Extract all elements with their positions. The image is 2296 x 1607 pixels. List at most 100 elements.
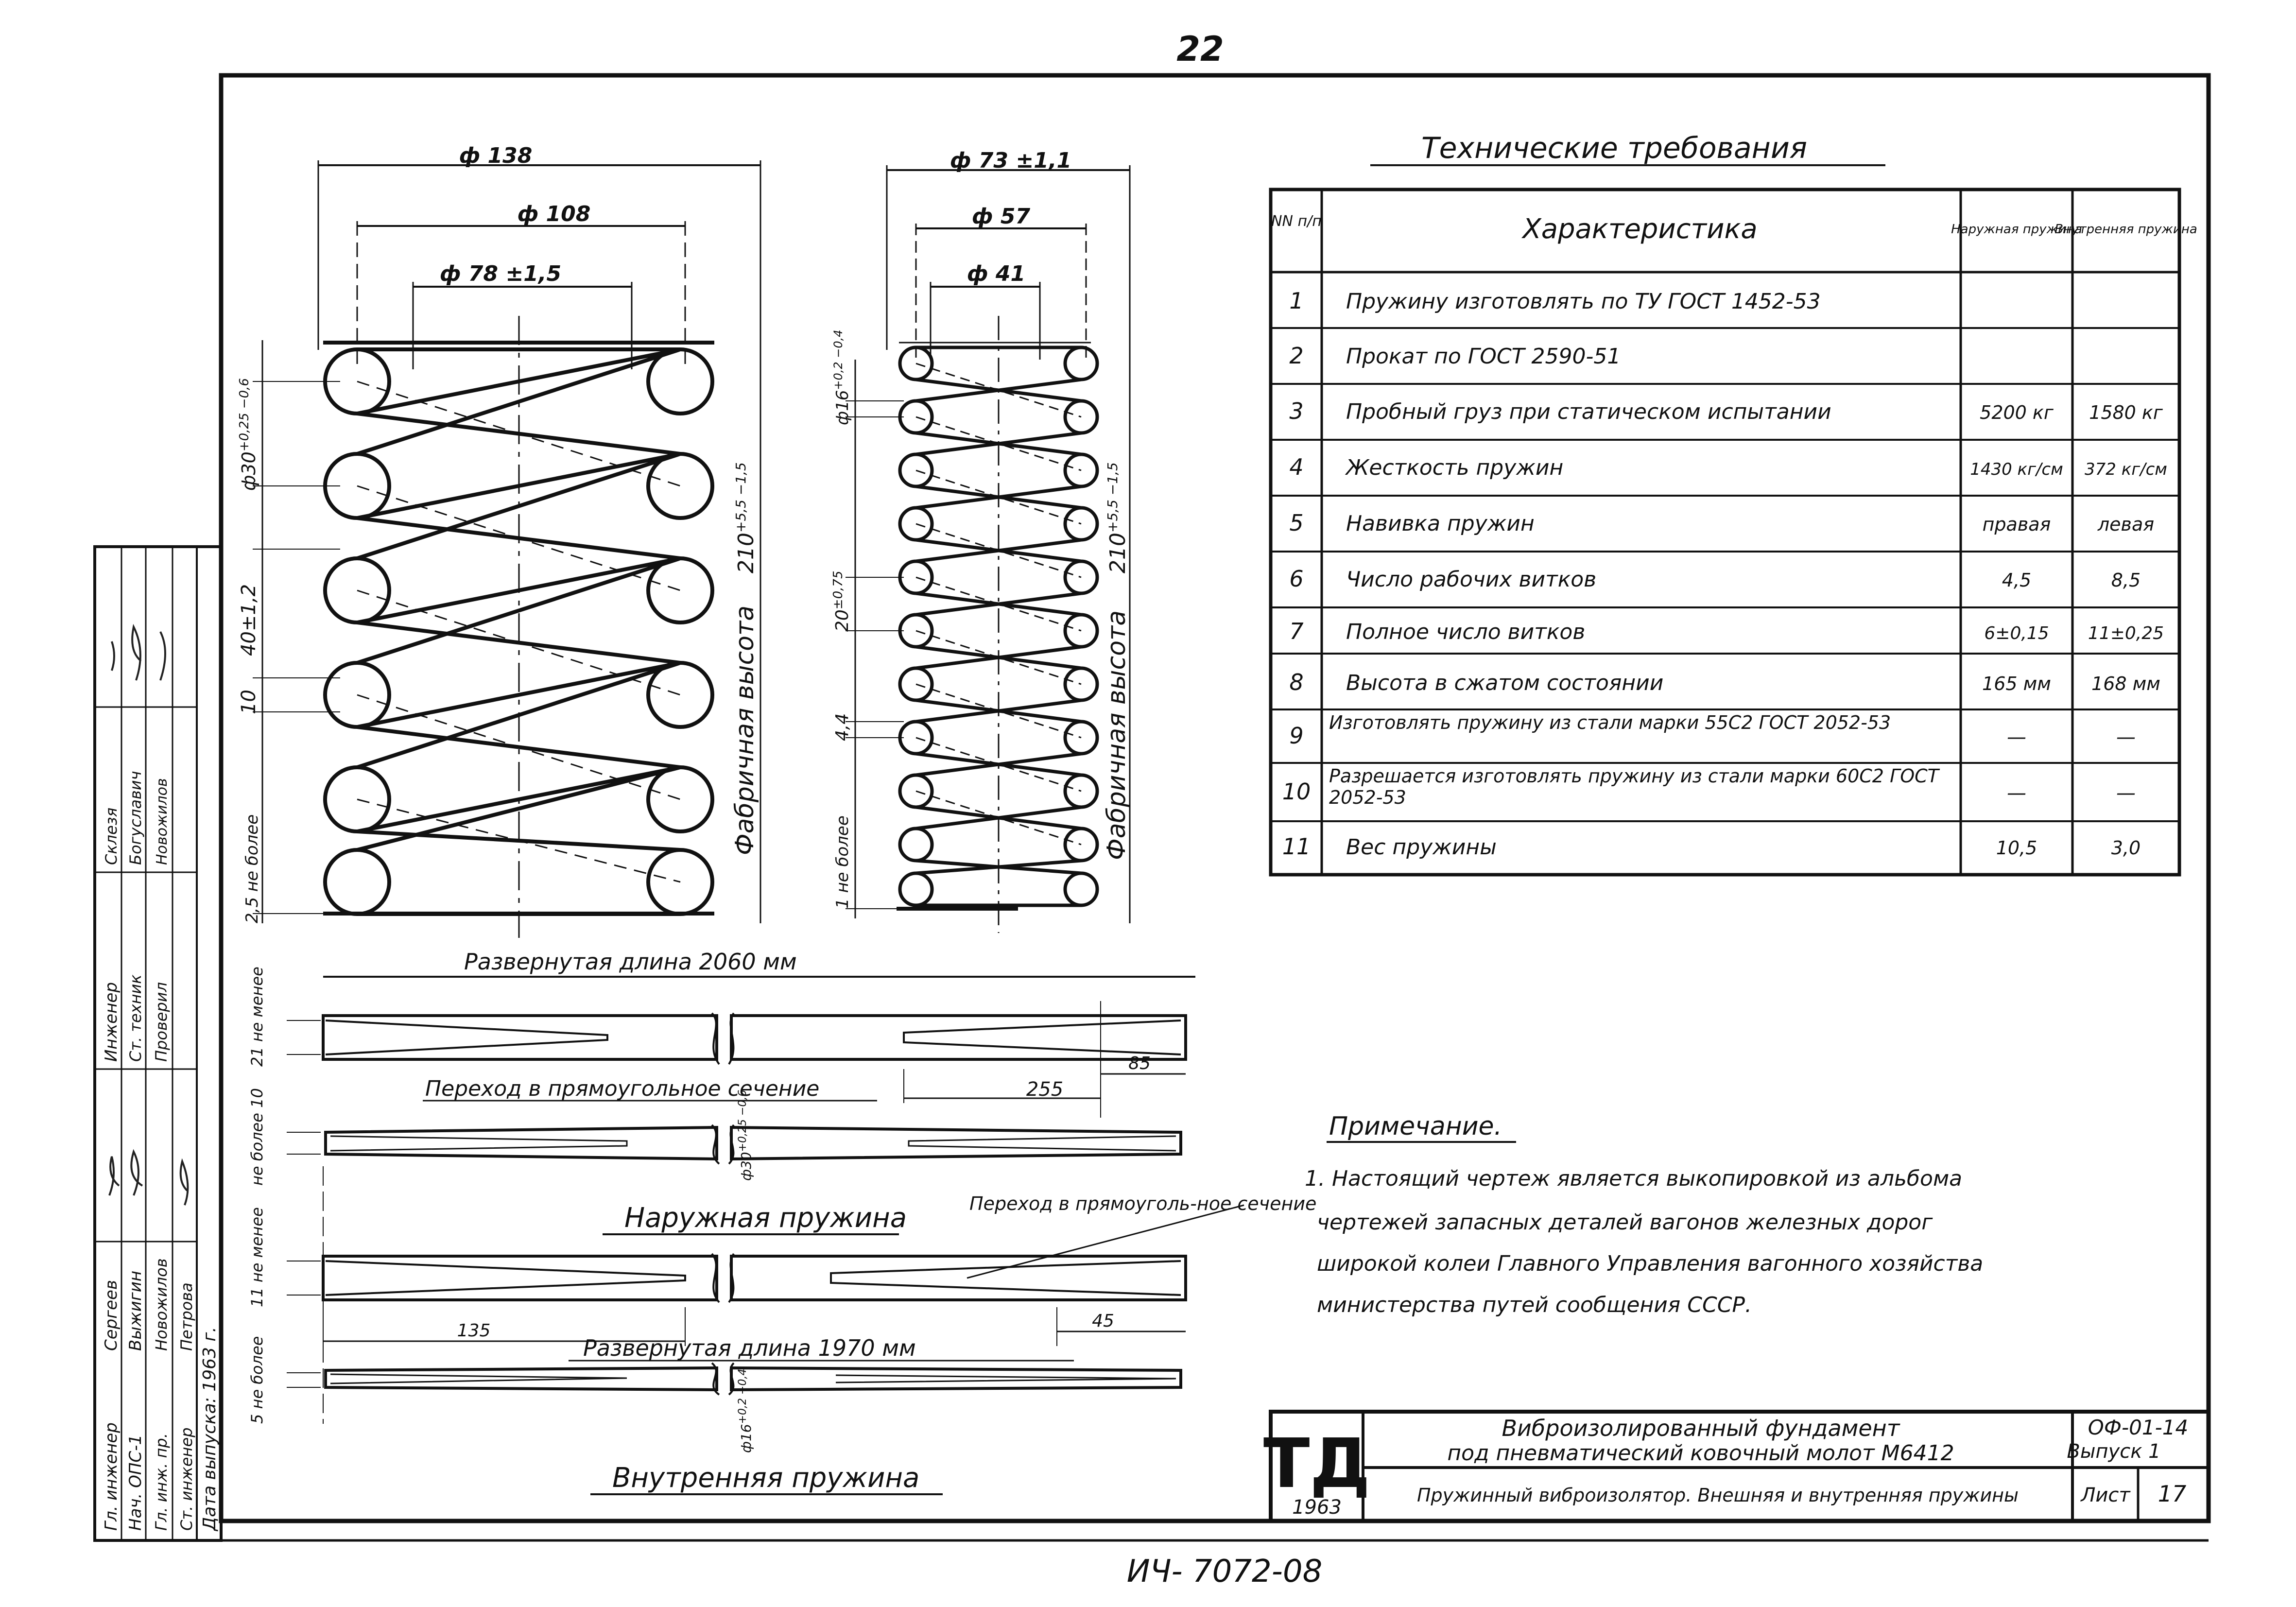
svg-text:6±0,15: 6±0,15	[1984, 623, 2049, 643]
svg-text:Нач. ОПС-1: Нач. ОПС-1	[126, 1434, 145, 1531]
svg-text:11±0,25: 11±0,25	[2088, 623, 2164, 643]
svg-text:правая: правая	[1983, 514, 2051, 535]
tech-title: Технические требования	[1421, 131, 1807, 165]
note-title: Примечание.	[1329, 1112, 1502, 1141]
tech-row-2: 2 Прокат по ГОСТ 2590-51	[1289, 343, 1621, 369]
outer-dim-138: ф 138	[459, 143, 533, 168]
svg-text:Пружину изготовлять по ТУ ГОСТ: Пружину изготовлять по ТУ ГОСТ 1452-53	[1346, 289, 1821, 314]
tech-row-1: 1 Пружину изготовлять по ТУ ГОСТ 1452-53	[1289, 288, 1820, 314]
dim-85: 85	[1128, 1054, 1151, 1073]
svg-text:11: 11	[1282, 833, 1311, 860]
svg-text:Число рабочих витков: Число рабочих витков	[1346, 567, 1596, 592]
not-more-10: не более 10	[248, 1088, 266, 1186]
svg-text:Богуславич: Богуславич	[126, 771, 145, 865]
svg-text:—: —	[2116, 782, 2136, 804]
title-sheet-title: Пружинный виброизолятор. Внешняя и внутр…	[1417, 1485, 2019, 1506]
bar-drawings	[287, 976, 1244, 1424]
note-line-2: чертежей запасных деталей вагонов железн…	[1317, 1210, 1933, 1235]
outer-end-gap: 2,5 не более	[242, 814, 262, 923]
svg-text:6: 6	[1289, 566, 1303, 592]
svg-text:4: 4	[1289, 454, 1303, 480]
svg-text:10: 10	[1282, 778, 1311, 805]
inner-height-label: Фабричная высота	[1102, 610, 1131, 860]
svg-text:3,0: 3,0	[2111, 837, 2141, 859]
inner-spring-drawing	[846, 165, 1131, 933]
stamp-signatures	[108, 623, 189, 1206]
outer-spring-drawing	[253, 160, 761, 938]
svg-text:5: 5	[1289, 510, 1303, 536]
title-project-line2: под пневматический ковочный молот М6412	[1447, 1441, 1954, 1466]
svg-text:Гл. инж. пр.: Гл. инж. пр.	[152, 1433, 171, 1531]
title-sheet-number: 17	[2158, 1481, 2187, 1507]
dim-135: 135	[457, 1321, 491, 1341]
title-sheet-label: Лист	[2080, 1484, 2131, 1506]
svg-text:Полное число витков: Полное число витков	[1346, 620, 1585, 644]
svg-text:Гл. инженер: Гл. инженер	[102, 1422, 121, 1531]
svg-text:Сергеев: Сергеев	[102, 1280, 121, 1351]
svg-text:8: 8	[1289, 669, 1303, 695]
not-less-21: 21 не менее	[248, 967, 266, 1067]
inner-length-label: Развернутая длина 1970 мм	[583, 1335, 916, 1361]
section-630: ф30+0,25 −0,6	[737, 1090, 754, 1181]
title-block-grid	[1269, 1410, 2210, 1523]
inner-end-gap: 1 не более	[833, 815, 852, 909]
svg-text:Новожилов: Новожилов	[154, 778, 171, 865]
tech-header-nn: NN п/п	[1271, 213, 1322, 230]
transition-label-2: Переход в прямоуголь-ное сечение	[969, 1193, 1316, 1214]
side-stamp-text: Гл. инженер Нач. ОПС-1 Гл. инж. пр. Ст. …	[102, 771, 220, 1532]
svg-text:4,5: 4,5	[2002, 570, 2031, 591]
inner-dim-73: ф 73 ±1,1	[950, 148, 1071, 173]
svg-text:Проверил: Проверил	[152, 982, 171, 1062]
svg-text:—: —	[2116, 726, 2136, 748]
tech-row-11: 11 Вес пружины 10,5 3,0	[1282, 833, 2141, 860]
svg-text:5200 кг: 5200 кг	[1980, 402, 2054, 423]
svg-text:3: 3	[1289, 398, 1303, 424]
svg-text:Высота в сжатом состоянии: Высота в сжатом состоянии	[1346, 671, 1663, 695]
title-project-line1: Виброизолированный фундамент	[1502, 1415, 1900, 1441]
tech-row-6: 6 Число рабочих витков 4,5 8,5	[1289, 566, 2141, 592]
svg-text:Новожилов: Новожилов	[152, 1258, 171, 1351]
svg-text:10,5: 10,5	[1996, 837, 2037, 859]
tech-row-3: 3 Пробный груз при статическом испытании…	[1289, 398, 2163, 424]
outer-dim-108: ф 108	[518, 202, 591, 226]
tech-table-grid	[1269, 188, 2181, 877]
svg-text:Дата выпуска: 1963 г.: Дата выпуска: 1963 г.	[200, 1327, 220, 1532]
title-logo: ТД	[1263, 1424, 1370, 1503]
bottom-code: ИЧ- 7072-08	[1127, 1554, 1323, 1590]
tech-header-outer: Наружная пружина	[1951, 222, 2082, 237]
inner-wire-dia: ф16+0,2 −0,4	[831, 329, 852, 425]
inner-spring-title: Внутренняя пружина	[612, 1462, 919, 1494]
svg-text:1580 кг: 1580 кг	[2089, 402, 2163, 423]
outer-wire-dia: ф30+0,25 −0,6	[237, 378, 259, 491]
svg-text:1430 кг/см: 1430 кг/см	[1970, 460, 2063, 479]
svg-text:Вес пружины: Вес пружины	[1346, 835, 1497, 860]
tech-header-inner: Внутренняя пружина	[2054, 222, 2197, 237]
svg-text:Прокат по ГОСТ 2590-51: Прокат по ГОСТ 2590-51	[1346, 344, 1621, 369]
svg-text:Жесткость пружин: Жесткость пружин	[1345, 455, 1563, 480]
svg-text:левая: левая	[2097, 514, 2154, 535]
svg-text:372 кг/см: 372 кг/см	[2085, 460, 2167, 479]
note-line-1: 1. Настоящий чертеж является выкопировко…	[1305, 1166, 1962, 1191]
svg-text:—: —	[2007, 782, 2026, 804]
svg-text:9: 9	[1289, 723, 1303, 749]
outer-spring-title: Наружная пружина	[624, 1202, 907, 1234]
outer-length-label: Развернутая длина 2060 мм	[464, 949, 797, 975]
outer-height-label: Фабричная высота	[730, 605, 760, 855]
svg-text:2: 2	[1289, 343, 1303, 369]
inner-dim-41: ф 41	[967, 261, 1025, 286]
dim-45: 45	[1092, 1311, 1114, 1331]
section-16: ф16+0,2 −0,4	[737, 1369, 754, 1453]
tech-row-4: 4 Жесткость пружин 1430 кг/см 372 кг/см	[1289, 454, 2167, 480]
title-code: ОФ-01-14	[2088, 1416, 2188, 1439]
not-less-11: 11 не менее	[248, 1207, 266, 1307]
outer-height-value: 210+5,5 −1,5	[733, 462, 759, 573]
side-stamp-grid	[93, 545, 223, 1542]
inner-dim-57: ф 57	[972, 204, 1031, 229]
dim-255: 255	[1026, 1078, 1063, 1101]
tech-row-9: 9 Изготовлять пружину из стали марки 55С…	[1289, 712, 2136, 749]
page-number: 22	[1176, 29, 1224, 69]
svg-text:Склезя: Склезя	[102, 808, 121, 865]
svg-text:1: 1	[1289, 288, 1303, 314]
inner-pitch: 20±0,75	[831, 571, 852, 632]
